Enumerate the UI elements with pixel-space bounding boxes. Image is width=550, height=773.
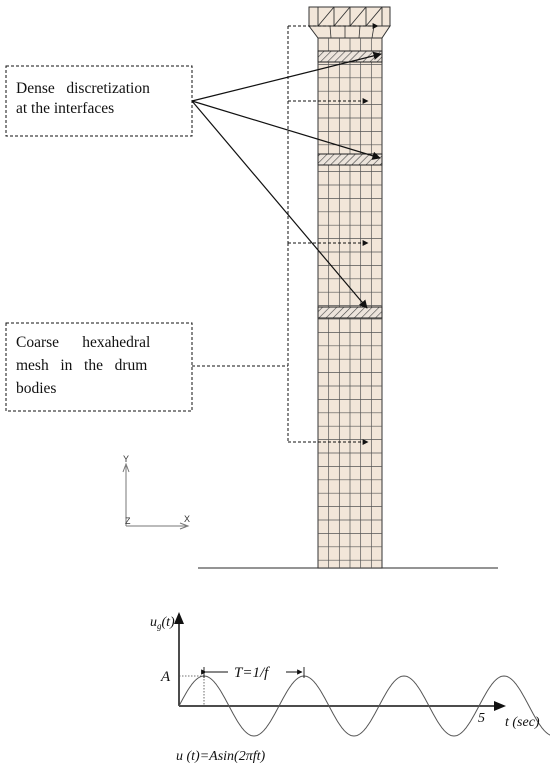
excitation-equation: u (t)=Asin(2πft) bbox=[176, 749, 266, 764]
interface-band-2 bbox=[317, 153, 383, 166]
triad-x-label: X bbox=[184, 514, 190, 524]
callout-drums-line3: bodies bbox=[16, 380, 56, 397]
coordinate-triad bbox=[122, 462, 190, 530]
x-tick-label: 5 bbox=[478, 711, 485, 726]
callout-drums-line1: Coarse hexahedral bbox=[16, 334, 150, 351]
interface-band-3 bbox=[317, 306, 383, 319]
period-label: T=1/f bbox=[234, 665, 270, 681]
callout-drum-bodies: Coarse hexahedral mesh in the drum bodie… bbox=[5, 322, 193, 412]
triad-y-label: Y bbox=[123, 454, 129, 464]
drum-leader-brackets bbox=[192, 23, 379, 445]
interface-leader-arrows bbox=[191, 51, 382, 309]
amplitude-label: A bbox=[160, 669, 171, 685]
callout-interfaces-line2: at the interfaces bbox=[16, 100, 114, 117]
callout-interfaces: Dense discretization at the interfaces bbox=[5, 65, 193, 137]
column-capital bbox=[308, 6, 391, 39]
column-shaft-mesh bbox=[317, 37, 383, 569]
callout-interfaces-line1: Dense discretization bbox=[16, 80, 150, 97]
y-axis-label: ug(t) bbox=[150, 615, 175, 631]
sine-wave bbox=[178, 675, 550, 737]
callout-drums-line2: mesh in the drum bbox=[16, 357, 147, 374]
triad-z-label: Z bbox=[125, 516, 131, 526]
excitation-plot: T=1/f A ug(t) 5 t (sec) u (t)=Asin(2πft) bbox=[150, 612, 550, 764]
x-axis-label: t (sec) bbox=[505, 715, 540, 730]
